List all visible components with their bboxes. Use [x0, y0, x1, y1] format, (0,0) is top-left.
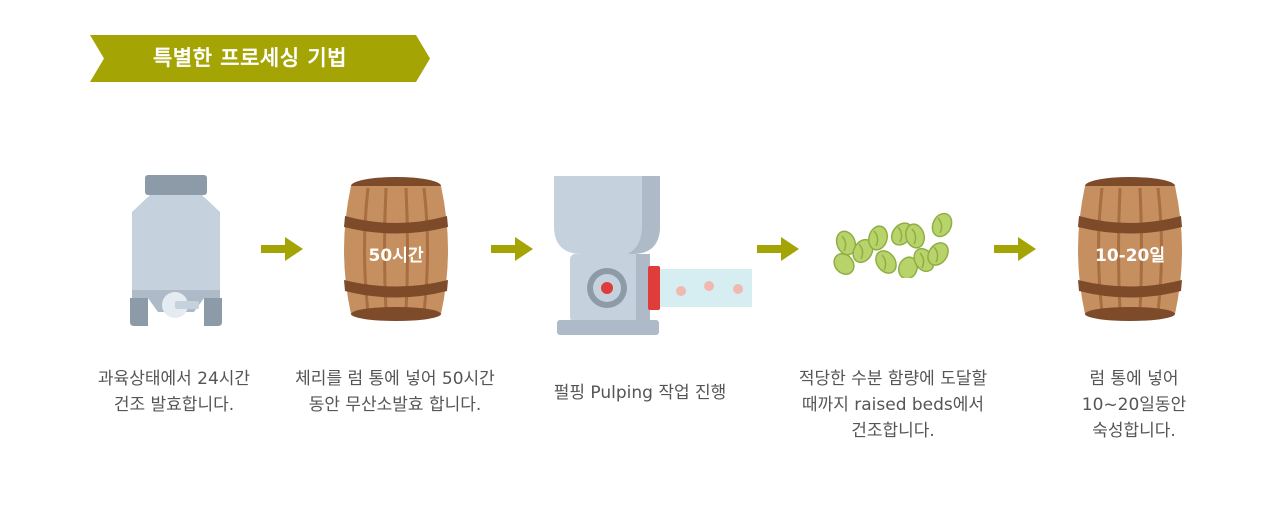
barrel-badge: 50시간	[369, 246, 424, 266]
section-banner: 특별한 프로세싱 기법	[90, 35, 430, 82]
step-caption: 펄핑 Pulping 작업 진행	[510, 380, 770, 406]
banner-shape	[90, 35, 430, 82]
step-caption: 체리를 럼 통에 넣어 50시간 동안 무산소발효 합니다.	[265, 366, 525, 418]
caption-line: 건조합니다.	[851, 421, 935, 441]
caption-line: 건조 발효합니다.	[113, 395, 235, 415]
caption-line: 펄핑 Pulping 작업 진행	[553, 383, 727, 403]
caption-line: 때까지 raised beds에서	[801, 395, 985, 415]
tank-icon	[130, 175, 222, 326]
caption-line: 과육상태에서 24시간	[97, 369, 251, 389]
step-caption: 과육상태에서 24시간 건조 발효합니다.	[44, 366, 304, 418]
coffee-beans-icon	[833, 212, 953, 278]
page-title: 특별한 프로세싱 기법	[152, 46, 347, 70]
caption-line: 10~20일동안	[1081, 395, 1187, 415]
step-caption: 럼 통에 넣어 10~20일동안 숙성합니다.	[1004, 366, 1264, 444]
pulping-machine-icon	[554, 176, 752, 335]
arrow-right-icon	[491, 237, 533, 261]
caption-line: 체리를 럼 통에 넣어 50시간	[295, 369, 495, 389]
barrel-icon: 50시간	[344, 177, 448, 321]
barrel-badge: 10-20일	[1095, 246, 1165, 266]
caption-line: 숙성합니다.	[1092, 421, 1176, 441]
caption-line: 동안 무산소발효 합니다.	[308, 395, 482, 415]
arrow-right-icon	[757, 237, 799, 261]
step-caption: 적당한 수분 함량에 도달할 때까지 raised beds에서 건조합니다.	[763, 366, 1023, 444]
barrel-icon: 10-20일	[1078, 177, 1182, 321]
caption-line: 적당한 수분 함량에 도달할	[798, 369, 988, 389]
arrow-right-icon	[994, 237, 1036, 261]
arrow-right-icon	[261, 237, 303, 261]
caption-line: 럼 통에 넣어	[1089, 369, 1179, 389]
